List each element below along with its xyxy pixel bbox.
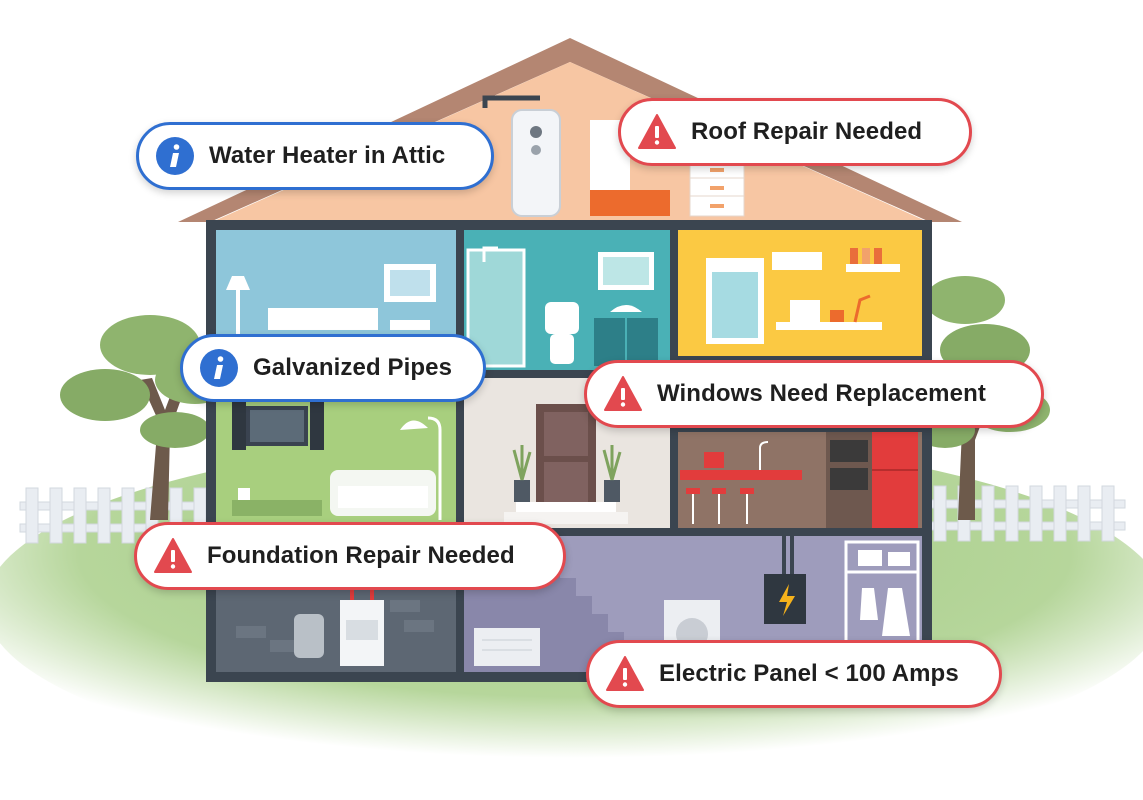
warning-icon [153, 536, 193, 576]
callout-windows: Windows Need Replacement [584, 360, 1044, 428]
callout-label: Windows Need Replacement [657, 380, 986, 407]
info-icon [155, 136, 195, 176]
left-tree [60, 315, 235, 520]
kitchen [678, 432, 922, 528]
upper-bathroom [464, 230, 670, 370]
warning-icon [603, 374, 643, 414]
attic-furniture [590, 120, 745, 217]
callout-foundation: Foundation Repair Needed [134, 522, 566, 590]
attic-water-heater [482, 95, 561, 217]
warning-icon [605, 654, 645, 694]
callout-roof-repair: Roof Repair Needed [618, 98, 972, 166]
callout-galvanized-pipes: Galvanized Pipes [180, 334, 486, 402]
callout-label: Foundation Repair Needed [207, 542, 515, 569]
callout-label: Roof Repair Needed [691, 118, 923, 145]
info-icon [199, 348, 239, 388]
callout-electric-panel: Electric Panel < 100 Amps [586, 640, 1002, 708]
callout-label: Electric Panel < 100 Amps [659, 660, 959, 687]
warning-icon [637, 112, 677, 152]
callout-water-heater: Water Heater in Attic [136, 122, 494, 190]
callout-label: Water Heater in Attic [209, 142, 446, 169]
upper-office [678, 230, 922, 356]
callout-label: Galvanized Pipes [253, 354, 453, 381]
